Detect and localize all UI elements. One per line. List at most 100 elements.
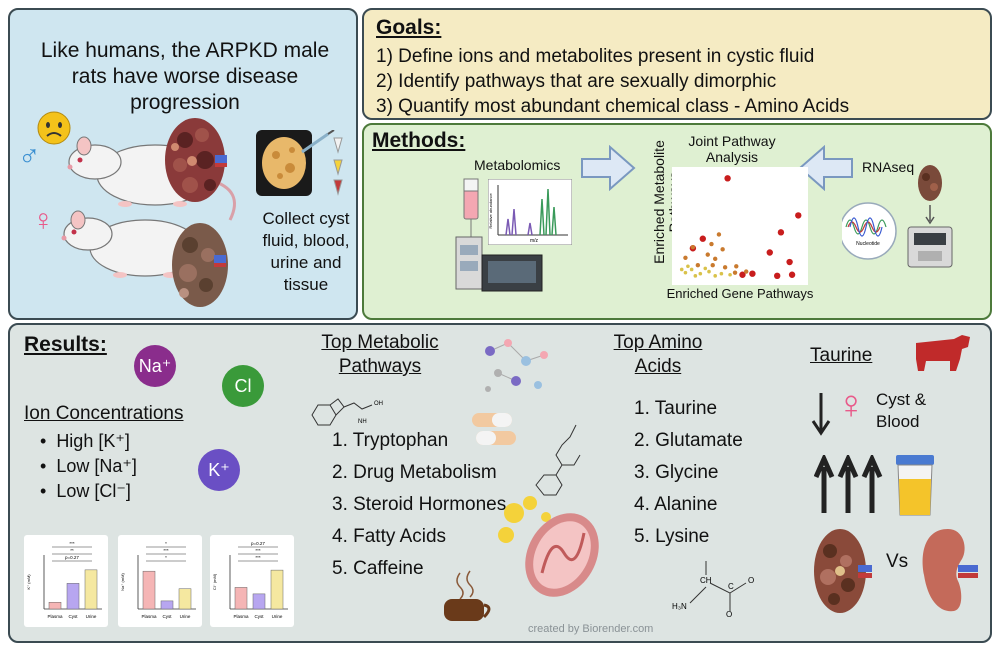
scatter-point [705, 252, 710, 257]
scatter-point [744, 269, 749, 274]
spectrum-xlabel: m/z [530, 238, 539, 244]
x-tick-label: Cyst [163, 614, 173, 619]
joint-analysis-title: Joint Pathway Analysis [688, 133, 776, 165]
pill-icon [472, 413, 516, 445]
coffee-cup-icon [444, 570, 491, 621]
significance-label: *** [255, 548, 261, 553]
x-tick-label: Plasma [141, 614, 157, 619]
scatter-point [722, 265, 728, 270]
bar [142, 570, 156, 610]
female-symbol: ♀ [32, 204, 55, 237]
metabolic-pathway-item: 5. Caffeine [332, 558, 424, 579]
ion-list-item: • High [K⁺] [40, 431, 130, 451]
mass-spectrometer-icon [455, 178, 543, 292]
molecules-icon [485, 339, 548, 392]
arrow-right-icon [581, 145, 636, 191]
x-tick-label: Plasma [47, 614, 63, 619]
amino-structure-label: C [728, 582, 734, 591]
metabolic-pathways-list: 1. Tryptophan 2. Drug Metabolism 3. Ster… [332, 425, 506, 585]
scatter-point [739, 271, 746, 278]
scatter-xlabel: Enriched Gene Pathways [666, 286, 814, 301]
goal-item: 1) Define ions and metabolites present i… [376, 46, 815, 67]
mitochondria-icon [498, 496, 599, 597]
scatter-point [786, 258, 793, 266]
scatter-point [716, 232, 722, 237]
amino-structure-label: CH [700, 576, 712, 585]
scatter-point [709, 241, 714, 247]
bar [84, 569, 98, 610]
bar [160, 600, 174, 610]
potassium-ion-icon: K⁺ [198, 449, 240, 491]
taurine-heading: Taurine [810, 345, 873, 366]
y-axis-label: Na⁺ (mM) [120, 573, 125, 591]
amino-acids-heading: Top Amino Acids [613, 332, 703, 377]
bar [66, 583, 80, 610]
amino-acid-structure-icon: CH C O O H₃N [672, 561, 754, 619]
scatter-point [720, 247, 725, 252]
x-tick-label: Urine [180, 614, 191, 619]
amino-acid-item: 3. Glycine [634, 462, 719, 483]
female-symbol: ♀ [836, 383, 866, 427]
bar [234, 587, 248, 610]
x-tick-label: Urine [86, 614, 97, 619]
methods-panel: Methods: Metabolomics RNAseq Joint Pathw… [362, 123, 992, 320]
scatter-point [788, 271, 796, 278]
significance-label: *** [69, 541, 75, 546]
intro-panel: Like humans, the ARPKD male rats have wo… [8, 8, 358, 320]
metabolomics-label: Metabolomics [474, 157, 561, 173]
metabolic-pathway-item: 4. Fatty Acids [332, 526, 447, 547]
spectrum-card: Relative abundance m/z [488, 179, 572, 245]
metabolic-pathway-item: 2. Drug Metabolism [332, 462, 497, 483]
collect-text: Collect cyst fluid, blood, urine and tis… [262, 209, 350, 294]
scatter-point [713, 256, 718, 262]
cyst-blood-label: Cyst & Blood [876, 390, 927, 431]
down-arrow-icon [811, 393, 831, 436]
goals-title: Goals: [376, 16, 442, 39]
scatter-point [703, 266, 708, 271]
bar [252, 593, 266, 610]
y-axis-label: Cl⁻ (mM) [212, 573, 217, 590]
results-title: Results: [24, 333, 107, 356]
scatter-point [724, 175, 731, 182]
scatter-point [774, 272, 781, 280]
scatter-point [707, 269, 711, 274]
significance-label: * [165, 555, 167, 560]
scatter-point [749, 270, 756, 277]
sodium-ion-icon: Na⁺ [134, 345, 176, 387]
male-symbol: ♂ [18, 140, 41, 173]
steroid-structure-icon [535, 424, 581, 496]
urine-cup-icon [896, 455, 934, 516]
healthy-kidney-icon [922, 529, 978, 612]
x-tick-label: Plasma [233, 614, 249, 619]
ion-list-item: • Low [Cl⁻] [40, 481, 131, 501]
x-tick-label: Cyst [255, 614, 265, 619]
scatter-point [777, 229, 785, 236]
significance-label: p=0.27 [65, 555, 79, 560]
goals-list: 1) Define ions and metabolites present i… [376, 44, 849, 119]
scatter-point [683, 270, 688, 275]
amino-acid-item: 2. Glutamate [634, 430, 743, 451]
amino-structure-label: H₃N [672, 602, 687, 611]
significance-label: p=0.27 [251, 541, 265, 546]
scatter-point [732, 270, 738, 275]
goal-item: 3) Quantify most abundant chemical class… [376, 96, 850, 117]
metabolic-pathway-item: 3. Steroid Hormones [332, 494, 507, 515]
up-arrows-icon [814, 455, 883, 513]
goals-panel: Goals: 1) Define ions and metabolites pr… [362, 8, 992, 120]
ion-list: • High [K⁺] • Low [Na⁺] • Low [Cl⁻] [40, 429, 137, 504]
joint-pathway-scatter [672, 167, 808, 285]
bar [178, 588, 192, 610]
amino-structure-label: O [748, 576, 754, 585]
rnaseq-equipment-icon: Nucleotide [842, 165, 953, 268]
spectrum-ylabel: Relative abundance [488, 193, 493, 229]
ion-list-item: • Low [Na⁺] [40, 456, 137, 476]
scatter-point [766, 249, 773, 256]
scatter-point [683, 255, 688, 260]
cystic-kidney-icon [814, 529, 872, 613]
scatter-point [686, 264, 690, 269]
scatter-point [710, 263, 715, 268]
